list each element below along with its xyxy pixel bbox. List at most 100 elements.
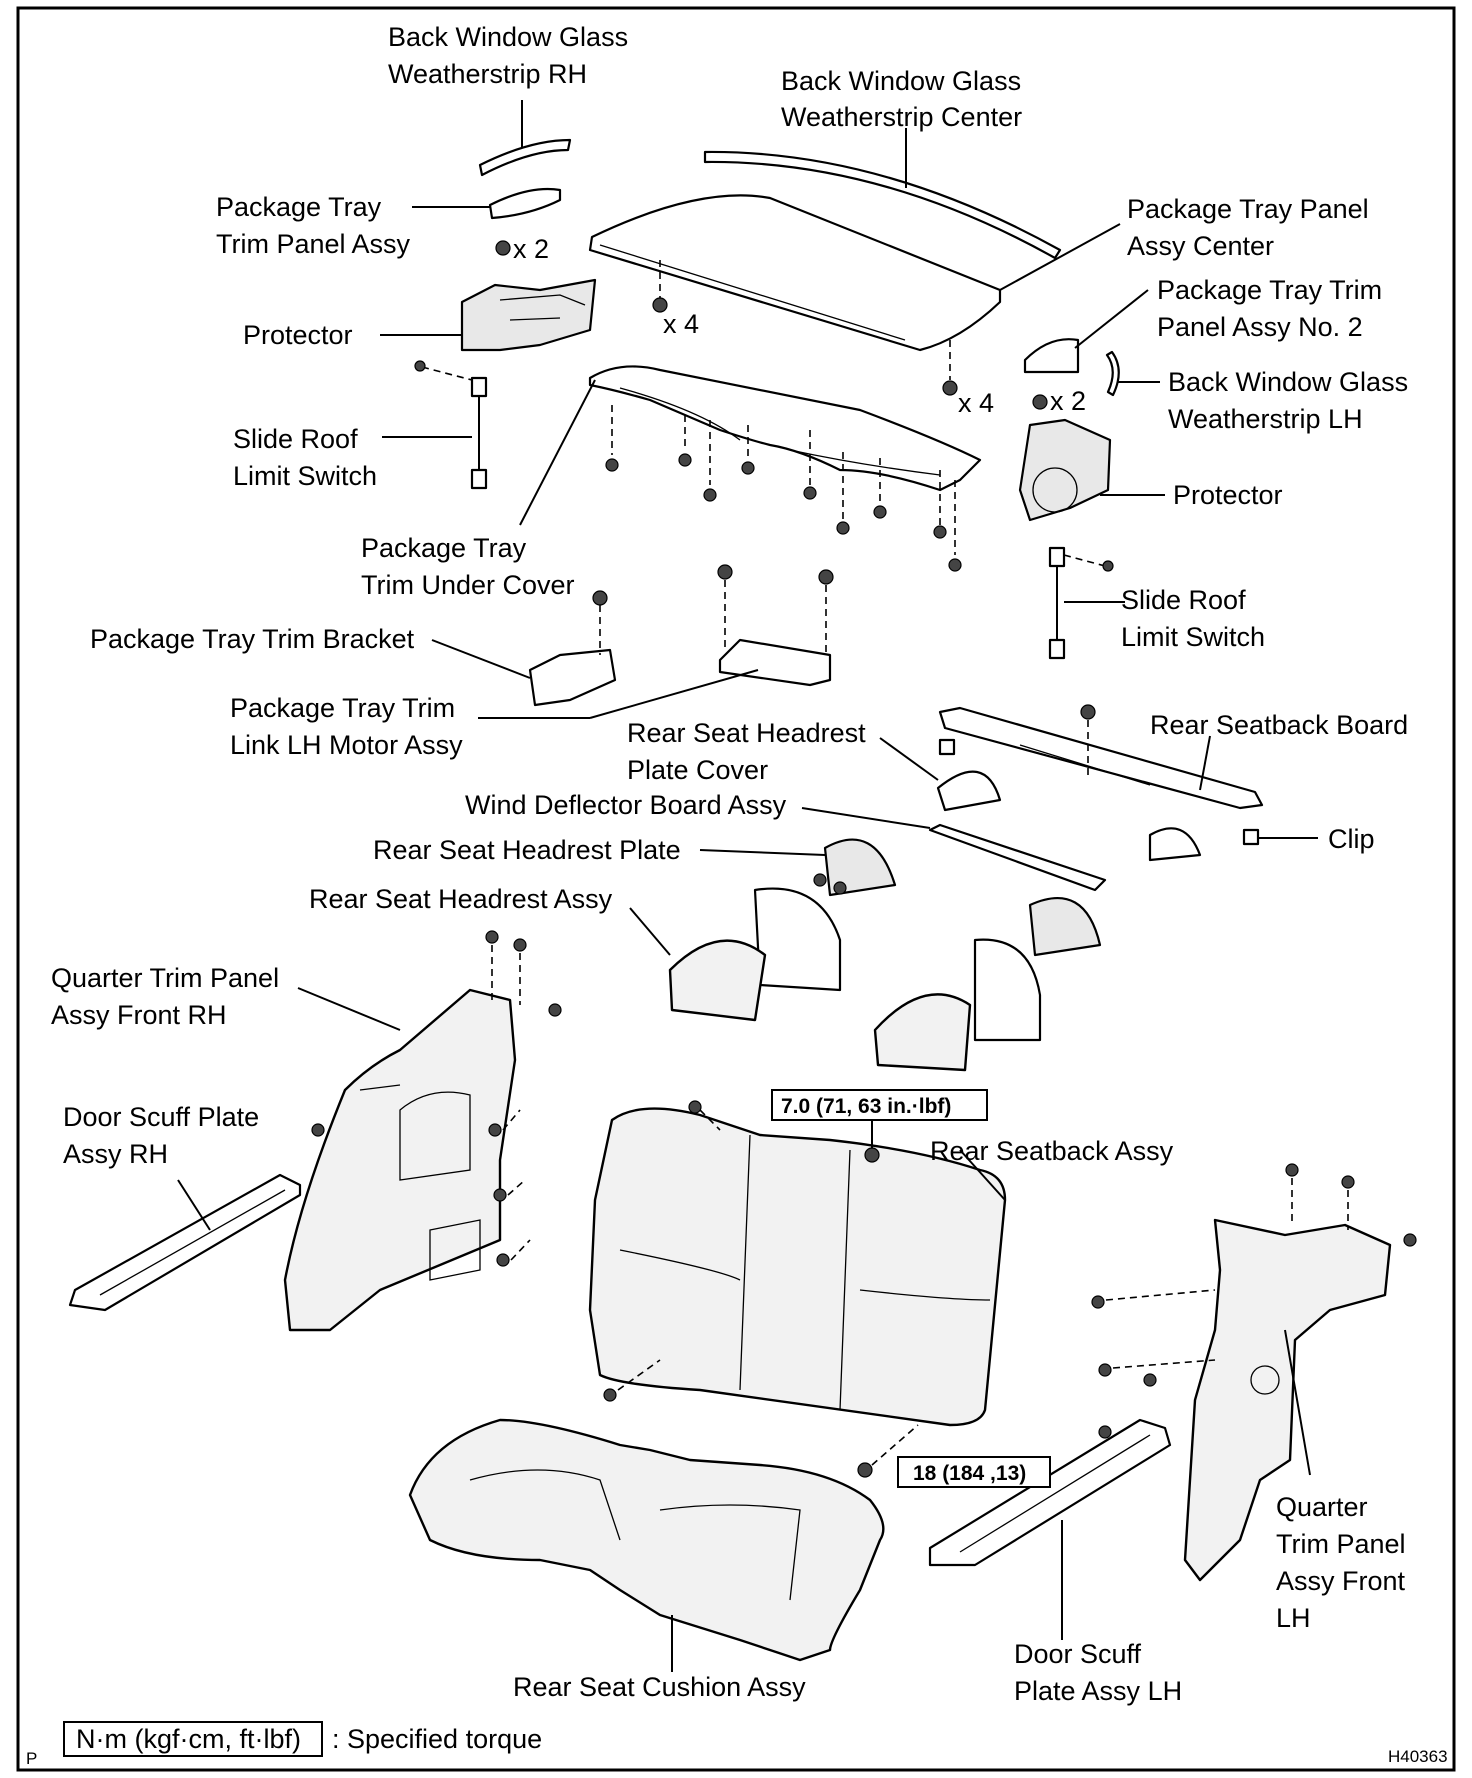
- tray-trim-panel-no2-part: [1023, 338, 1080, 374]
- label-quarter-lh-2: Trim Panel: [1276, 1529, 1406, 1559]
- label-link-motor-1: Package Tray Trim: [230, 693, 455, 723]
- label-seatback-assy: Rear Seatback Assy: [930, 1136, 1174, 1166]
- legend: N·m (kgf·cm, ft·lbf) : Specified torque: [63, 1721, 542, 1757]
- torque-seatback-top: 7.0 (71, 63 in.·lbf): [781, 1095, 951, 1118]
- qty-center-nuts-right: x 4: [958, 388, 994, 418]
- weatherstrip-center-part: [703, 150, 1062, 260]
- protector-left-part: [460, 278, 597, 352]
- label-headrest-plate: Rear Seat Headrest Plate: [373, 835, 681, 865]
- headrest-plate-left-part: [823, 838, 897, 897]
- leader-lines: [177, 100, 1318, 1672]
- screw-icon: [414, 360, 426, 372]
- bolt-icon: [1080, 704, 1096, 720]
- label-weatherstrip-rh-1: Back Window Glass: [388, 22, 628, 52]
- label-scuff-lh-1: Door Scuff: [1014, 1639, 1142, 1669]
- headrest-left-part: [668, 939, 767, 1022]
- label-weatherstrip-center-2: Weatherstrip Center: [781, 102, 1022, 132]
- quarter-rh-screws: [311, 930, 562, 1267]
- door-scuff-rh-part: [68, 1173, 302, 1312]
- label-limit-switch-right-2: Limit Switch: [1121, 622, 1265, 652]
- torque-seatback-bottom: 18 (184 ,13): [913, 1462, 1026, 1485]
- weatherstrip-lh-part: [1105, 350, 1120, 397]
- label-limit-switch-right-1: Slide Roof: [1121, 585, 1246, 615]
- tray-panel-edge: [599, 244, 906, 341]
- seatback-board-detail: [1019, 744, 1151, 786]
- label-clip: Clip: [1328, 824, 1375, 854]
- clip-left: [938, 738, 956, 756]
- seatback-bottom-bolt: [857, 1462, 873, 1478]
- link-motor-part: [718, 638, 832, 687]
- label-quarter-lh-3: Assy Front: [1276, 1566, 1406, 1596]
- labels: Back Window Glass Weatherstrip RH Back W…: [51, 22, 1408, 1706]
- label-limit-switch-left-1: Slide Roof: [233, 424, 358, 454]
- label-scuff-rh-2: Assy RH: [63, 1139, 168, 1169]
- label-weatherstrip-lh-2: Weatherstrip LH: [1168, 404, 1363, 434]
- label-headrest-assy: Rear Seat Headrest Assy: [309, 884, 613, 914]
- headrest-plate-cover-part: [936, 770, 1002, 812]
- label-scuff-rh-1: Door Scuff Plate: [63, 1102, 259, 1132]
- tray-under-cover-part: [588, 365, 982, 492]
- label-tray-trim-panel-2: Trim Panel Assy: [216, 229, 411, 259]
- qty-center-nuts-left: x 4: [663, 309, 699, 339]
- label-tray-trim-panel-1: Package Tray: [216, 192, 382, 222]
- limit-switch-right-top: [1048, 546, 1066, 568]
- nut-icon: [495, 240, 511, 256]
- nut-icon: [1032, 394, 1048, 410]
- qty-tray-no2-nuts: x 2: [1050, 386, 1086, 416]
- tray-trim-panel-part: [488, 187, 562, 220]
- door-scuff-lh-detail: [959, 1434, 1151, 1553]
- limit-switch-left-bottom: [470, 468, 488, 490]
- door-scuff-rh-detail: [99, 1189, 286, 1296]
- label-headrest-plate-cover-1: Rear Seat Headrest: [627, 718, 866, 748]
- label-tray-no2-1: Package Tray Trim: [1157, 275, 1382, 305]
- label-seatback-board: Rear Seatback Board: [1150, 710, 1408, 740]
- label-link-motor-2: Link LH Motor Assy: [230, 730, 463, 760]
- label-limit-switch-left-2: Limit Switch: [233, 461, 377, 491]
- rear-seatback-part: [588, 1107, 1007, 1427]
- wind-deflector-part: [928, 823, 1107, 892]
- legend-unit-box: N·m (kgf·cm, ft·lbf): [76, 1724, 301, 1754]
- qty-tray-trim-nuts: x 2: [513, 234, 549, 264]
- label-headrest-plate-cover-2: Plate Cover: [627, 755, 768, 785]
- protector-left-detail: [499, 294, 586, 321]
- limit-switch-right-bottom: [1048, 638, 1066, 660]
- quarter-trim-lh-part: [1183, 1218, 1392, 1582]
- legend-unit-text: : Specified torque: [332, 1724, 542, 1754]
- label-protector-left: Protector: [243, 320, 353, 350]
- corner-mark: P: [26, 1749, 37, 1768]
- label-weatherstrip-lh-1: Back Window Glass: [1168, 367, 1408, 397]
- label-tray-panel-center-2: Assy Center: [1127, 231, 1274, 261]
- label-weatherstrip-rh-2: Weatherstrip RH: [388, 59, 587, 89]
- figure-id: H40363: [1388, 1747, 1448, 1766]
- label-tray-no2-2: Panel Assy No. 2: [1157, 312, 1363, 342]
- label-tray-panel-center-1: Package Tray Panel: [1127, 194, 1369, 224]
- bolt-icon: [592, 590, 608, 606]
- nut-icon: [942, 380, 958, 396]
- under-cover-screws: [605, 405, 962, 572]
- headrest-plate-right-upper: [1148, 827, 1202, 862]
- label-weatherstrip-center-1: Back Window Glass: [781, 66, 1021, 96]
- label-scuff-lh-2: Plate Assy LH: [1014, 1676, 1182, 1706]
- label-quarter-lh-4: LH: [1276, 1603, 1311, 1633]
- label-quarter-rh-1: Quarter Trim Panel: [51, 963, 279, 993]
- door-scuff-lh-part: [928, 1418, 1172, 1567]
- headrest-stay-right: [973, 938, 1042, 1042]
- label-quarter-lh-1: Quarter: [1276, 1492, 1368, 1522]
- bolt-icon: [818, 569, 834, 585]
- seatback-board-part: [938, 706, 1264, 810]
- seatback-top-bolt: [864, 1147, 880, 1163]
- quarter-trim-lh-speaker: [1250, 1365, 1280, 1395]
- label-wind-deflector: Wind Deflector Board Assy: [465, 790, 787, 820]
- quarter-lh-screws: [1091, 1163, 1417, 1439]
- bolt-icon: [717, 564, 733, 580]
- label-seat-cushion: Rear Seat Cushion Assy: [513, 1672, 806, 1702]
- headrest-plate-right-part: [1028, 896, 1102, 957]
- label-tray-trim-bracket: Package Tray Trim Bracket: [90, 624, 415, 654]
- torque-box-bottom: 18 (184 ,13): [897, 1456, 1051, 1488]
- label-under-cover-2: Trim Under Cover: [361, 570, 575, 600]
- rear-seat-cushion-part: [408, 1418, 885, 1662]
- tray-panel-center-part: [588, 194, 1002, 352]
- torque-box-top: 7.0 (71, 63 in.·lbf): [771, 1089, 988, 1121]
- label-quarter-rh-2: Assy Front RH: [51, 1000, 227, 1030]
